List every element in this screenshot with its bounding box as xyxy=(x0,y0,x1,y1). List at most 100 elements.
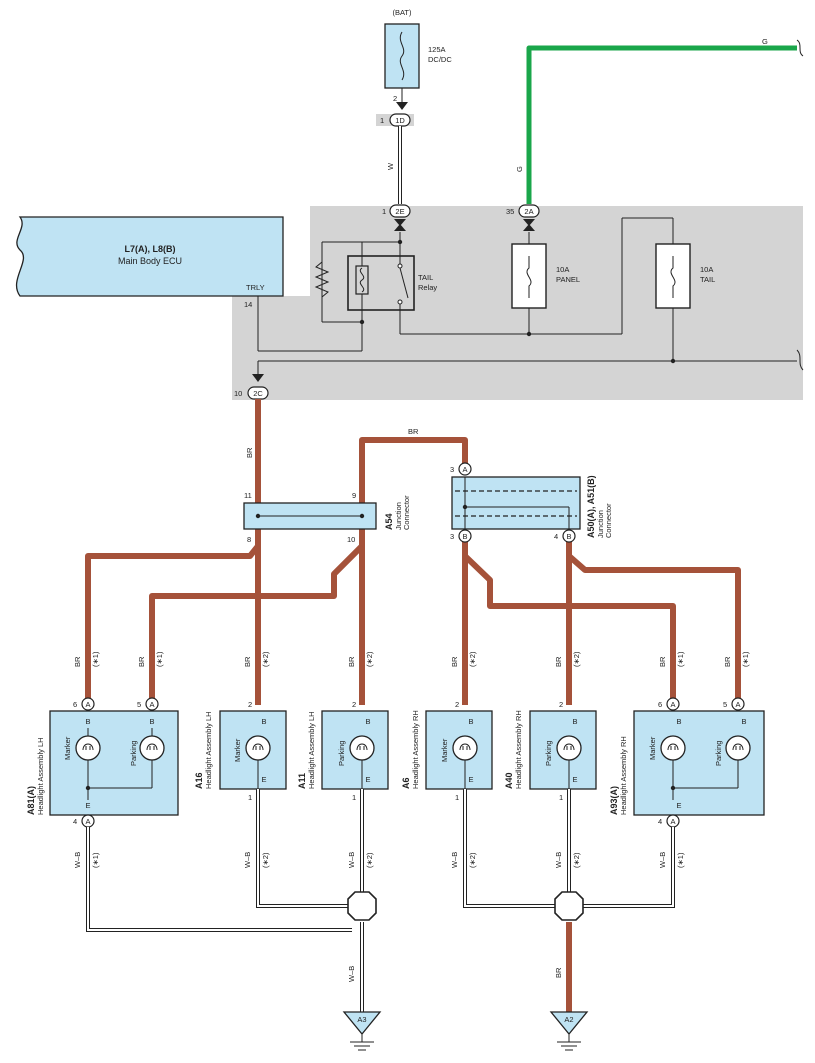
svg-text:A3: A3 xyxy=(357,1015,366,1024)
bat-label: (BAT) xyxy=(392,8,412,17)
main-body-ecu-box xyxy=(15,216,284,297)
svg-text:B: B xyxy=(572,717,577,726)
svg-text:G: G xyxy=(515,166,524,172)
svg-text:1: 1 xyxy=(559,793,563,802)
svg-text:B: B xyxy=(149,717,154,726)
svg-text:2: 2 xyxy=(455,700,459,709)
svg-text:Marker: Marker xyxy=(440,738,449,762)
svg-text:(∗1): (∗1) xyxy=(91,651,100,667)
svg-text:B: B xyxy=(566,532,571,541)
relay-name-2: Relay xyxy=(418,283,437,292)
svg-text:3: 3 xyxy=(450,465,454,474)
svg-text:A81(A): A81(A) xyxy=(26,786,36,815)
wb-wires xyxy=(86,789,675,1012)
lamp-a40: 2 B Parking E 1 A40 Headlight Assembly R… xyxy=(504,700,597,802)
connector-arrow-icon xyxy=(396,102,408,110)
svg-text:1D: 1D xyxy=(395,116,405,125)
svg-text:(∗2): (∗2) xyxy=(261,651,270,667)
svg-text:BR: BR xyxy=(245,447,254,458)
svg-text:4: 4 xyxy=(73,817,77,826)
svg-text:A11: A11 xyxy=(297,773,307,789)
svg-text:W–B: W–B xyxy=(658,852,667,868)
relay-switch-icon xyxy=(399,267,409,299)
splice-point-rh xyxy=(554,891,584,921)
svg-text:(∗1): (∗1) xyxy=(676,651,685,667)
lamp-a81: 6 A 5 A B B Marker Parking E 4 A A81(A) … xyxy=(26,697,179,828)
lamp-a93: 6 A 5 A B B Marker Parking E 4 A A93(A) … xyxy=(609,697,765,828)
relay-resistor-symbol xyxy=(314,261,330,298)
fuse-125a-rating: 125A xyxy=(428,45,446,54)
svg-text:E: E xyxy=(85,801,90,810)
bulb-icon xyxy=(660,735,686,761)
connector-2a xyxy=(518,204,540,218)
svg-text:(∗2): (∗2) xyxy=(365,651,374,667)
svg-text:A: A xyxy=(462,465,467,474)
bulb-icon xyxy=(725,735,751,761)
svg-text:W–B: W–B xyxy=(347,852,356,868)
svg-text:5: 5 xyxy=(723,700,727,709)
svg-text:Junction: Junction xyxy=(596,510,605,538)
svg-text:3: 3 xyxy=(450,532,454,541)
svg-text:(∗2): (∗2) xyxy=(468,852,477,868)
fuse-125a-symbol xyxy=(399,31,405,81)
svg-text:2A: 2A xyxy=(524,207,533,216)
lamp-a16: 2 B Marker E 1 A16 Headlight Assembly LH xyxy=(194,700,287,802)
connector-2e xyxy=(389,204,411,218)
svg-text:Headlight Assembly LH: Headlight Assembly LH xyxy=(307,711,316,789)
tail-relay-box xyxy=(347,255,415,311)
svg-text:E: E xyxy=(365,775,370,784)
svg-text:A16: A16 xyxy=(194,772,204,789)
jc-a50-code: A50(A), A51(B) xyxy=(586,475,596,538)
svg-text:W–B: W–B xyxy=(554,852,563,868)
svg-text:2: 2 xyxy=(352,700,356,709)
wire-g xyxy=(526,45,797,204)
svg-text:BR: BR xyxy=(554,967,563,978)
svg-text:BR: BR xyxy=(73,656,82,667)
svg-text:Connector: Connector xyxy=(604,503,613,538)
lower-wire-labels: W–B (∗1) W–B (∗2) W–B (∗2) W–B (∗2) W–B … xyxy=(73,852,685,982)
connector-2a-pin: 35 xyxy=(506,207,514,216)
br-wires xyxy=(85,399,741,1012)
svg-text:W–B: W–B xyxy=(243,852,252,868)
svg-text:(∗2): (∗2) xyxy=(572,651,581,667)
ground-a3: A3 xyxy=(342,1011,382,1051)
svg-text:E: E xyxy=(676,801,681,810)
svg-text:(∗1): (∗1) xyxy=(676,852,685,868)
svg-text:Headlight Assembly RH: Headlight Assembly RH xyxy=(619,736,628,815)
svg-text:A40: A40 xyxy=(504,772,514,789)
fuse-panel-name: PANEL xyxy=(556,275,580,284)
connector-2c-pin: 10 xyxy=(234,389,242,398)
svg-text:9: 9 xyxy=(352,491,356,500)
lamp-a6: 2 B Marker E 1 A6 Headlight Assembly RH xyxy=(401,700,493,802)
svg-text:BR: BR xyxy=(658,656,667,667)
svg-text:E: E xyxy=(572,775,577,784)
bulb-icon xyxy=(349,735,375,761)
svg-text:(∗1): (∗1) xyxy=(741,651,750,667)
svg-text:(∗2): (∗2) xyxy=(261,852,270,868)
svg-text:Parking: Parking xyxy=(337,741,346,766)
svg-text:2E: 2E xyxy=(395,207,404,216)
svg-text:BR: BR xyxy=(408,427,419,436)
svg-text:B: B xyxy=(462,532,467,541)
svg-text:A93(A): A93(A) xyxy=(609,786,619,815)
ground-a2: A2 xyxy=(549,1011,589,1051)
svg-text:(∗2): (∗2) xyxy=(572,852,581,868)
fuse-panel-rating: 10A xyxy=(556,265,569,274)
svg-text:Headlight Assembly RH: Headlight Assembly RH xyxy=(514,710,523,789)
lamp-a11: 2 B Parking E 1 A11 Headlight Assembly L… xyxy=(297,700,389,802)
svg-text:BR: BR xyxy=(554,656,563,667)
svg-text:(∗1): (∗1) xyxy=(91,852,100,868)
svg-text:Marker: Marker xyxy=(233,738,242,762)
svg-text:B: B xyxy=(365,717,370,726)
svg-text:B: B xyxy=(261,717,266,726)
svg-text:8: 8 xyxy=(247,535,251,544)
svg-text:Marker: Marker xyxy=(648,736,657,760)
ecu-trly: TRLY xyxy=(246,283,265,292)
svg-text:(∗1): (∗1) xyxy=(155,651,164,667)
svg-text:A: A xyxy=(735,700,740,709)
svg-text:W–B: W–B xyxy=(73,852,82,868)
svg-text:BR: BR xyxy=(137,656,146,667)
svg-text:Headlight Assembly RH: Headlight Assembly RH xyxy=(411,710,420,789)
svg-text:B: B xyxy=(468,717,473,726)
